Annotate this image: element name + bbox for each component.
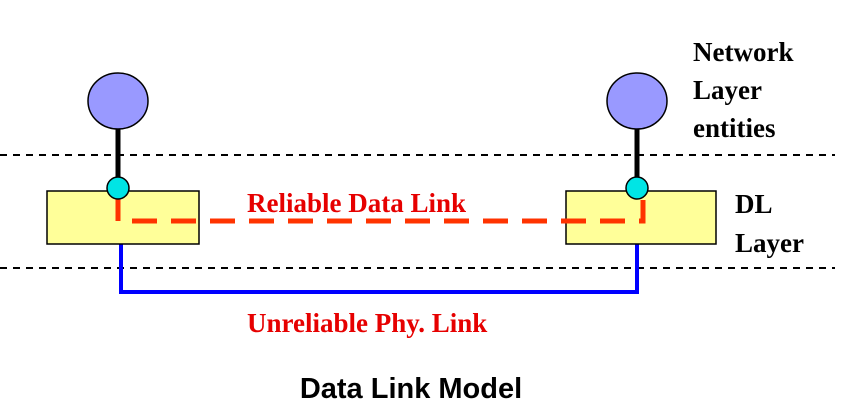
right-network-entity — [606, 72, 668, 130]
reliable-data-link-label: Reliable Data Link — [247, 188, 466, 218]
left-network-entity — [87, 72, 149, 130]
network-layer-label-line-3: entities — [693, 113, 775, 143]
dl-layer-label-line-1: DL — [735, 189, 773, 219]
left-dl-entity-box — [46, 190, 200, 245]
network-layer-label-line-2: Layer — [693, 75, 762, 105]
left-service-access-point — [106, 176, 130, 200]
diagram-caption: Data Link Model — [300, 373, 522, 405]
reliable-data-link-line — [115, 196, 646, 224]
unreliable-physical-link-label: Unreliable Phy. Link — [247, 308, 487, 338]
network-layer-label-line-1: Network — [693, 37, 793, 67]
right-service-access-point — [625, 176, 649, 200]
unreliable-physical-link-line — [119, 244, 639, 294]
dl-layer-label-line-2: Layer — [735, 228, 804, 258]
